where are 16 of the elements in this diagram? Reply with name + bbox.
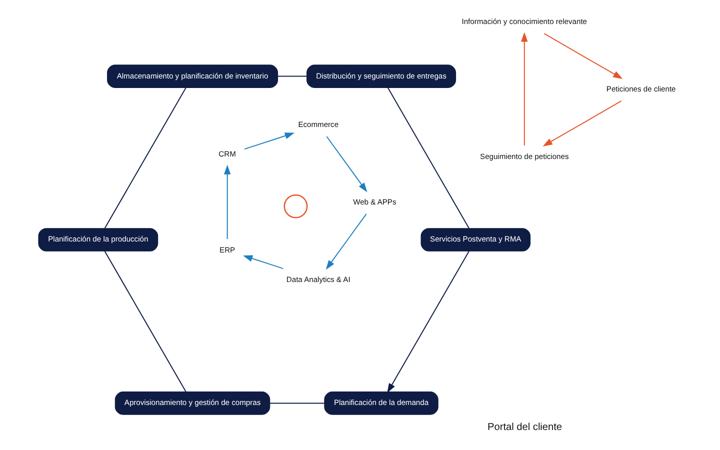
arrow bbox=[326, 214, 367, 270]
arrow bbox=[542, 100, 622, 146]
arrow bbox=[244, 132, 295, 150]
connector bbox=[104, 88, 186, 229]
connector bbox=[270, 402, 324, 404]
node-person bbox=[284, 194, 308, 218]
connector bbox=[104, 250, 186, 392]
arrow bbox=[242, 255, 284, 270]
connector bbox=[278, 76, 307, 77]
connector bbox=[387, 88, 470, 229]
node-text: Portal del cliente bbox=[488, 422, 562, 434]
arrow bbox=[521, 32, 528, 146]
arrow bbox=[544, 33, 623, 79]
arrow bbox=[387, 251, 470, 394]
arrow bbox=[326, 136, 368, 192]
arrow bbox=[224, 164, 231, 240]
